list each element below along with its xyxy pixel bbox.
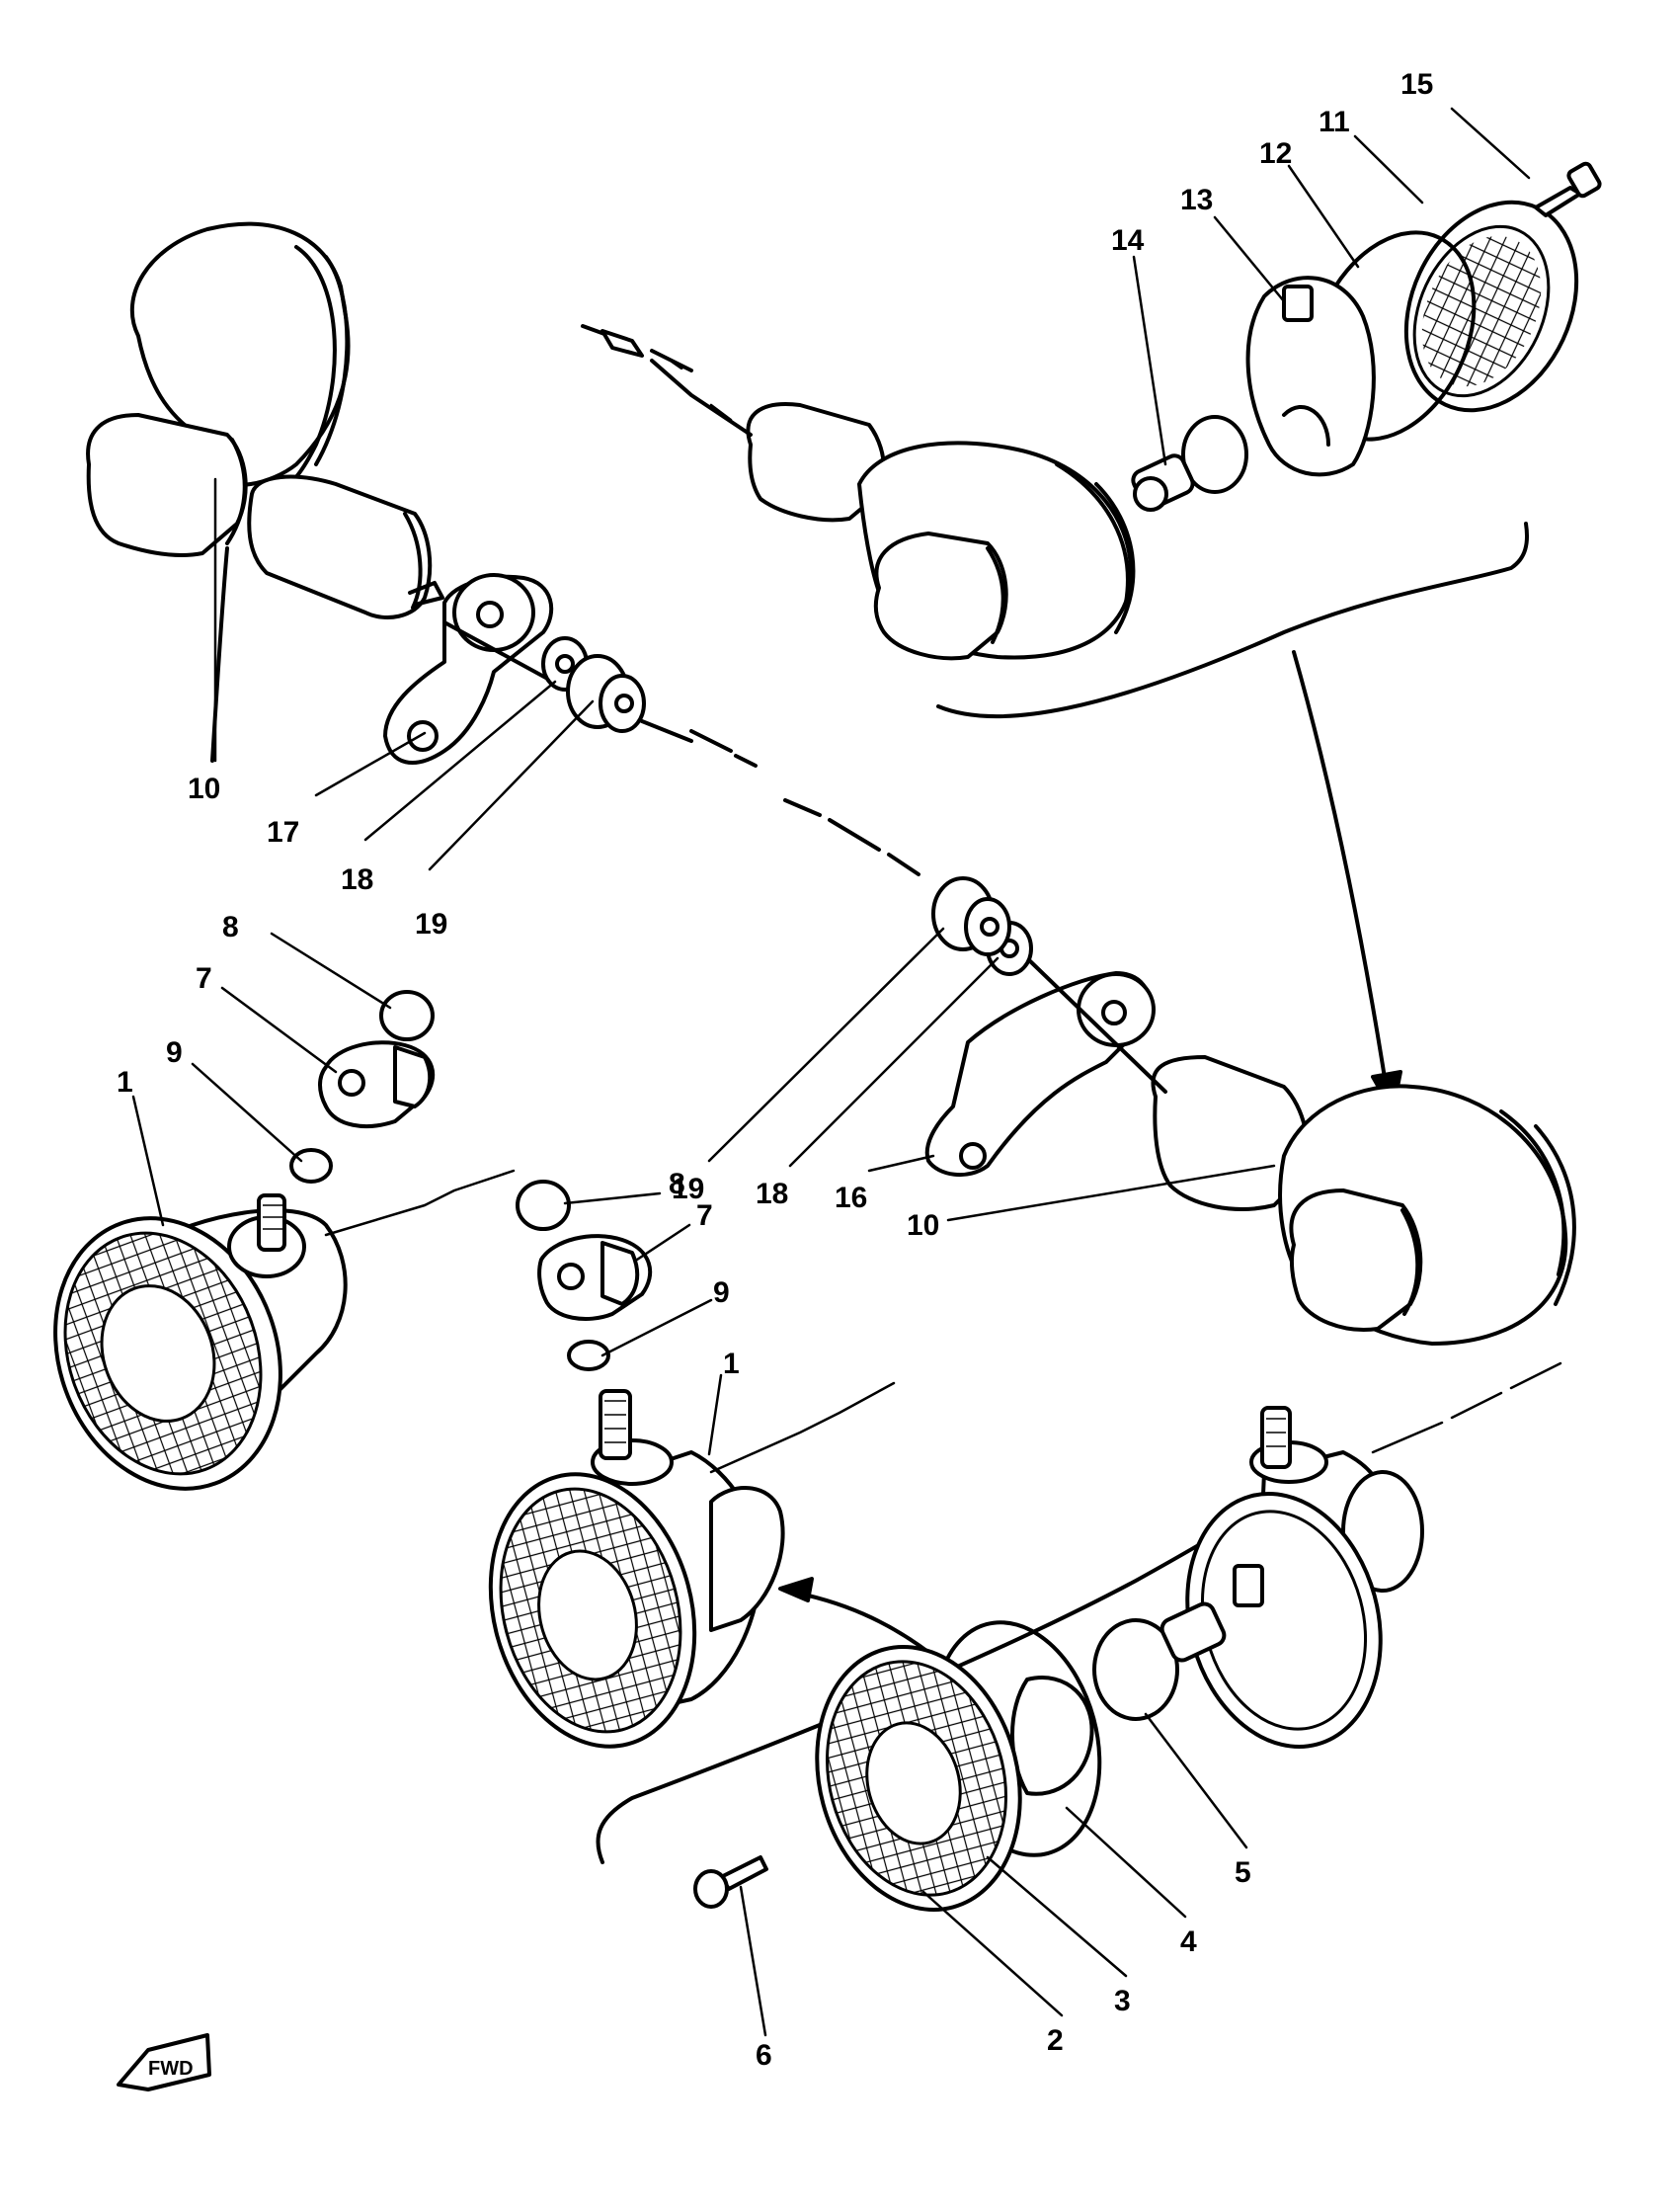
wire-bottom-right xyxy=(1371,1361,1562,1454)
wire-front-center xyxy=(709,1381,896,1474)
shaft-right xyxy=(1025,956,1167,1094)
fwd-label: FWD xyxy=(148,2058,194,2080)
callout-numbers: 15 11 12 13 14 10 17 18 19 8 7 9 1 19 18… xyxy=(117,68,1433,2072)
callout-4: 4 xyxy=(1180,1925,1197,1958)
wire-top xyxy=(640,719,758,768)
washer-9a xyxy=(289,1148,333,1184)
wire-mid xyxy=(783,798,920,876)
bulb-5 xyxy=(1092,1601,1227,1721)
callout-10-top: 10 xyxy=(188,773,220,805)
callout-7-center: 7 xyxy=(696,1199,713,1232)
leader-lines xyxy=(131,107,1531,2037)
fwd-indicator: FWD xyxy=(117,2033,211,2091)
callout-9-left: 9 xyxy=(166,1036,183,1069)
shaft-top xyxy=(442,620,555,684)
callout-5: 5 xyxy=(1235,1856,1251,1889)
callout-12: 12 xyxy=(1259,137,1292,170)
callout-9-center: 9 xyxy=(713,1276,730,1309)
washer-9b xyxy=(567,1340,610,1371)
callout-13: 13 xyxy=(1180,184,1213,216)
nut-19b xyxy=(931,876,1011,956)
lens-11 xyxy=(1403,200,1579,413)
arrow-head-left xyxy=(778,1577,814,1602)
callout-18-right: 18 xyxy=(756,1178,788,1210)
callout-18-top: 18 xyxy=(341,863,373,896)
callout-14: 14 xyxy=(1111,224,1145,257)
lens-2 xyxy=(815,1645,1022,1912)
assembly-bracket-top xyxy=(936,522,1530,719)
bulb-14 xyxy=(1131,415,1248,512)
assembly-arrow-right xyxy=(1292,650,1390,1099)
callout-1-center: 1 xyxy=(723,1348,740,1380)
front-flasher-center xyxy=(488,1389,785,1749)
callout-17: 17 xyxy=(267,816,299,849)
callout-10-right: 10 xyxy=(907,1209,939,1242)
callout-6: 6 xyxy=(756,2039,772,2072)
rear-flasher-center xyxy=(581,324,1136,661)
gasket-4 xyxy=(932,1620,1102,1857)
cap-8a xyxy=(379,990,435,1041)
callout-19-right: 19 xyxy=(672,1173,704,1205)
rear-flasher-right xyxy=(1151,1055,1576,1346)
nut-19a xyxy=(566,654,646,733)
screw-15 xyxy=(1534,161,1602,217)
clamp-7b xyxy=(537,1234,653,1321)
stay-16 xyxy=(924,971,1156,1178)
flasher-body-bottom-right xyxy=(1185,1406,1424,1749)
stay-17 xyxy=(383,573,554,765)
rear-flasher-left xyxy=(86,221,444,763)
front-flasher-left xyxy=(53,1193,348,1491)
callout-16: 16 xyxy=(835,1182,867,1214)
callout-8-center: 8 xyxy=(669,1168,685,1200)
callout-8-left: 8 xyxy=(222,911,239,943)
callout-19-top: 19 xyxy=(415,908,447,941)
reflector-13 xyxy=(1245,276,1376,477)
cap-8b xyxy=(516,1180,571,1231)
callout-7-left: 7 xyxy=(196,962,212,995)
wire-front-left xyxy=(324,1169,516,1237)
screw-6 xyxy=(693,1855,768,1909)
clamp-7a xyxy=(318,1040,436,1128)
callout-1-left: 1 xyxy=(117,1066,133,1099)
callout-3: 3 xyxy=(1114,1985,1131,2017)
callout-11: 11 xyxy=(1319,106,1350,138)
callout-2: 2 xyxy=(1047,2024,1064,2057)
callout-15: 15 xyxy=(1400,68,1433,101)
